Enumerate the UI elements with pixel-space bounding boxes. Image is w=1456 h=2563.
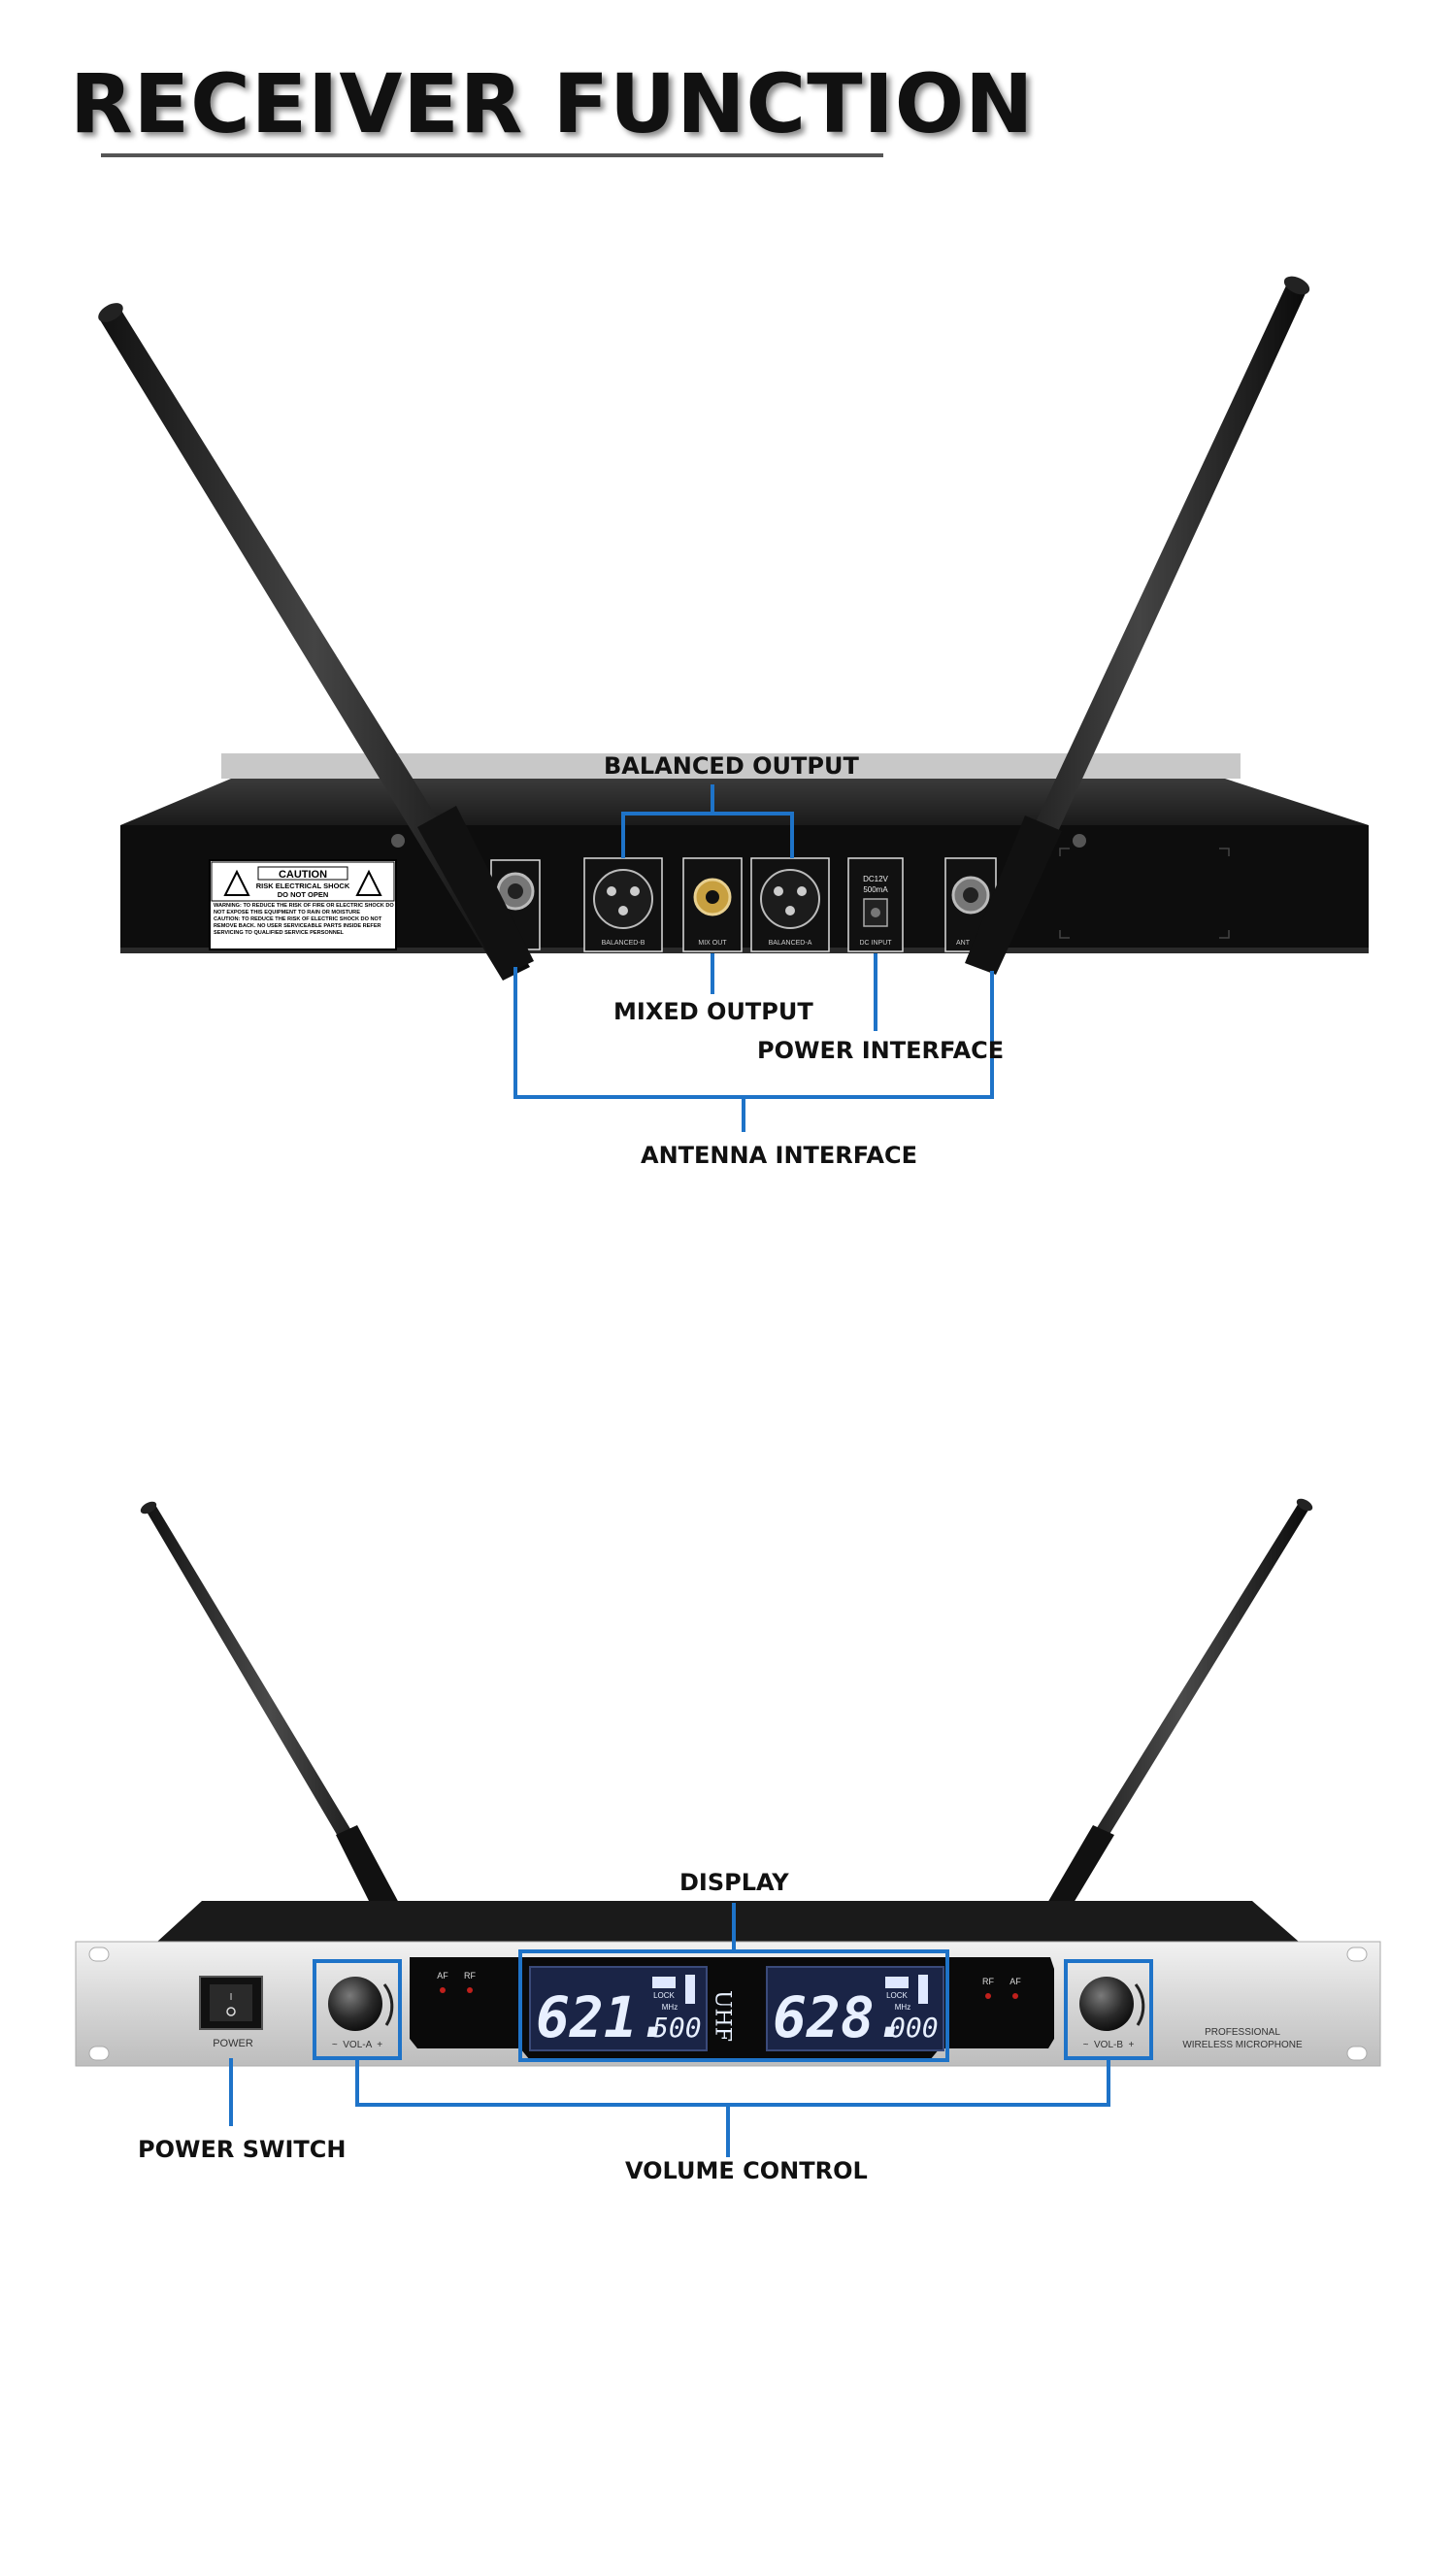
rf-label-left: RF: [464, 1971, 476, 1980]
label-display: DISPLAY: [679, 1869, 789, 1896]
jack-label-dc-input: DC INPUT: [859, 940, 892, 947]
caution-line1: RISK ELECTRICAL SHOCK: [256, 882, 350, 890]
band-indicator: UHF: [711, 1990, 735, 2042]
front-top-chassis: [157, 1901, 1299, 1942]
svg-text:I: I: [230, 1992, 233, 2003]
label-antenna-interface: ANTENNA INTERFACE: [641, 1142, 918, 1169]
caution-sticker: CAUTION RISK ELECTRICAL SHOCK DO NOT OPE…: [209, 859, 397, 950]
vol-a-label: ~ VOL-A +: [332, 2040, 382, 2050]
mix-out-jack: MIX OUT: [682, 857, 743, 952]
front-antenna-right: [1046, 1498, 1313, 1913]
af-led-left: [440, 1987, 446, 1993]
freq-b-main: 628.: [773, 1984, 909, 2050]
lock-label-a: LOCK: [653, 1991, 675, 2000]
rear-callout-lines: [513, 784, 994, 1132]
jack-label-ant: ANT: [956, 940, 971, 947]
dc-spec-current: 500mA: [863, 885, 888, 894]
label-power-switch: POWER SWITCH: [138, 2136, 347, 2163]
front-antenna-left: [140, 1501, 400, 1913]
rf-led-left: [467, 1987, 473, 1993]
af-led-right: [1012, 1993, 1018, 1999]
label-mixed-output: MIXED OUTPUT: [613, 998, 813, 1025]
band-text: UHF: [711, 1990, 735, 2042]
caution-line2: DO NOT OPEN: [278, 890, 329, 899]
volume-knob-a: [328, 1977, 394, 2031]
brand-line2: WIRELESS MICROPHONE: [1182, 2040, 1303, 2050]
page-title: RECEIVER FUNCTION: [70, 56, 1035, 151]
dc-input-jack: DC12V 500mA DC INPUT: [847, 857, 904, 952]
lcd-screen-b: 628. 000 LOCK MHz: [766, 1966, 944, 2051]
rear-vent-marks: [1059, 848, 1230, 939]
power-label: POWER: [213, 2038, 253, 2049]
label-balanced-output: BALANCED OUTPUT: [604, 752, 859, 780]
freq-a-sub: 500: [652, 2012, 702, 2044]
jack-label-mix-out: MIX OUT: [698, 940, 727, 947]
jack-label-balanced-b: BALANCED-B: [602, 940, 645, 947]
label-power-interface: POWER INTERFACE: [757, 1037, 1005, 1064]
vol-b-label: ~ VOL-B +: [1083, 2040, 1135, 2050]
rear-antenna-right: [965, 276, 1310, 975]
lock-label-b: LOCK: [886, 1991, 908, 2000]
rf-led-right: [985, 1993, 991, 1999]
label-volume-control: VOLUME CONTROL: [625, 2157, 868, 2184]
dc-spec-voltage: DC12V: [863, 875, 888, 883]
freq-a-main: 621.: [536, 1984, 672, 2050]
rear-antenna-left: [98, 303, 534, 981]
volume-knob-b: [1079, 1977, 1145, 2031]
rear-antenna-connector-right: ANT: [944, 857, 997, 952]
front-callout-lines: [229, 1903, 1153, 2157]
caution-caution-text: CAUTION: TO REDUCE THE RISK OF ELECTRIC …: [214, 916, 382, 936]
caution-warning-text: WARNING: TO REDUCE THE RISK OF FIRE OR E…: [214, 903, 394, 915]
af-label-right: AF: [1009, 1977, 1021, 1986]
xlr-balanced-a: BALANCED-A: [750, 857, 830, 952]
power-switch: I: [199, 1976, 263, 2030]
mhz-label-a: MHz: [662, 2003, 678, 2012]
xlr-balanced-b: BALANCED-B: [583, 857, 663, 952]
brand-line1: PROFESSIONAL: [1205, 2027, 1280, 2038]
front-panel-illustration: I POWER ~ VOL-A + AF RF RF AF 621. 500 L…: [75, 1498, 1381, 2157]
af-label-left: AF: [437, 1971, 448, 1980]
freq-b-sub: 000: [889, 2012, 939, 2044]
jack-label-balanced-a: BALANCED-A: [769, 940, 812, 947]
rf-label-right: RF: [982, 1977, 994, 1986]
caution-heading: CAUTION: [279, 869, 327, 881]
lcd-screen-a: 621. 500 LOCK MHz: [529, 1966, 708, 2051]
title-underline: [101, 153, 883, 157]
rear-panel-illustration: CAUTION RISK ELECTRICAL SHOCK DO NOT OPE…: [98, 276, 1369, 1132]
mhz-label-b: MHz: [895, 2003, 910, 2012]
rear-top-plate: [120, 779, 1369, 825]
